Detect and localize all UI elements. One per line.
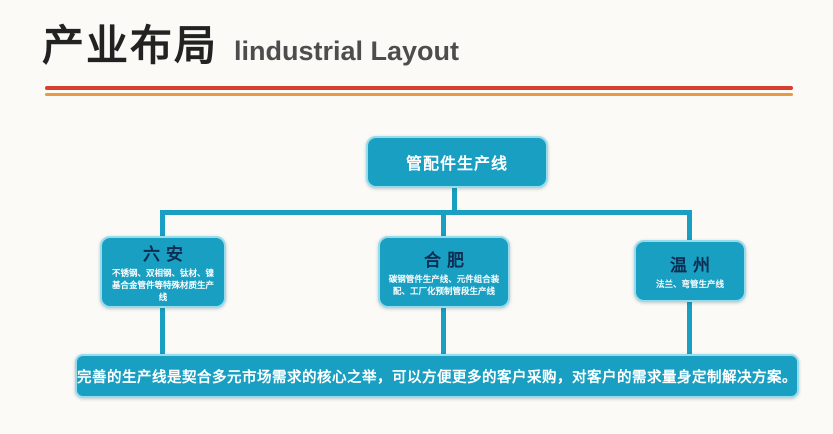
node-wenzhou-name: 温州 [670,256,716,276]
node-pipe-fittings-line: 管配件生产线 [366,136,548,188]
title-divider [45,86,793,96]
connector-drop-wenzhou [687,213,692,242]
connector-horizontal [160,210,692,215]
connector-wenzhou-footer [687,300,692,356]
summary-bar: 完善的生产线是契合多元市场需求的核心之举，可以方便更多的客户采购，对客户的需求量… [75,354,799,398]
node-hefei: 合肥 碳钢管件生产线、元件组合装配、工厂化预制管段生产线 [378,236,510,308]
divider-line-orange [45,93,793,96]
node-hefei-desc: 碳钢管件生产线、元件组合装配、工厂化预制管段生产线 [388,274,500,296]
node-wenzhou-desc: 法兰、弯管生产线 [655,279,724,290]
title-chinese: 产业布局 [42,22,219,69]
node-luan: 六安 不锈钢、双相钢、钛材、镍基合金管件等特殊材质生产线 [100,236,226,308]
connector-luan-footer [160,306,165,356]
node-root-label: 管配件生产线 [405,156,508,173]
node-wenzhou: 温州 法兰、弯管生产线 [634,240,746,302]
connector-hefei-footer [441,306,446,356]
node-luan-desc: 不锈钢、双相钢、钛材、镍基合金管件等特殊材质生产线 [111,268,214,302]
connector-drop-hefei [441,213,446,238]
page-title: 产业布局 lindustrial Layout [42,12,459,73]
divider-line-red [45,86,793,90]
connector-root-drop [452,186,457,214]
summary-text: 完善的生产线是契合多元市场需求的核心之举，可以方便更多的客户采购，对客户的需求量… [77,369,797,386]
node-hefei-name: 合肥 [424,251,470,271]
title-english: lindustrial Layout [234,36,460,66]
connector-drop-luan [160,213,165,238]
node-luan-name: 六安 [143,245,189,265]
